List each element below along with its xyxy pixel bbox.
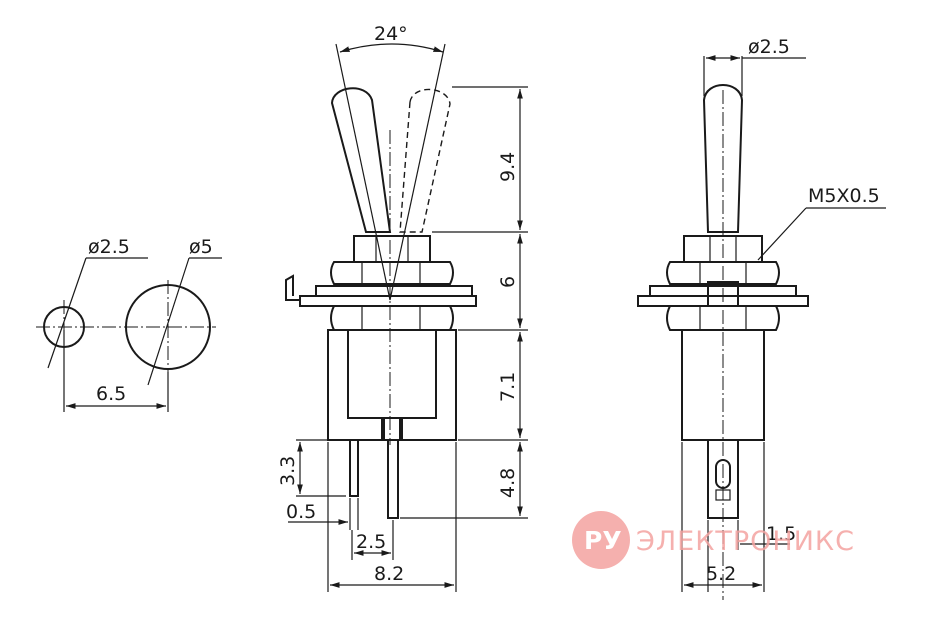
watermark: РУ ЭЛЕКТРОНИКС xyxy=(572,511,855,569)
watermark-text: ЭЛЕКТРОНИКС xyxy=(636,526,855,557)
side-view: ø2.5 M5X0.5 1.5 5.2 xyxy=(637,36,886,600)
terminal-pitch-label: 2.5 xyxy=(356,531,386,553)
front-view: 24° 3.3 0.5 xyxy=(277,23,528,592)
thread-label: M5X0.5 xyxy=(808,185,880,207)
hole-small-label: ø2.5 xyxy=(88,236,130,258)
lever-diameter-label: ø2.5 xyxy=(748,36,790,58)
side-width-label: 5.2 xyxy=(706,563,736,585)
watermark-logo xyxy=(572,511,630,569)
body-height-label: 7.1 xyxy=(497,372,519,402)
hole-spacing-label: 6.5 xyxy=(96,383,126,405)
watermark-logo-text: РУ xyxy=(584,526,622,555)
lever-length-label: 9.4 xyxy=(497,152,519,182)
panel-hole-view: ø2.5 ø5 6.5 xyxy=(36,236,222,412)
terminal-thickness-label: 0.5 xyxy=(286,501,316,523)
bushing-height-label: 6 xyxy=(497,276,519,288)
hole-large-label: ø5 xyxy=(189,236,213,258)
body-width-label: 8.2 xyxy=(374,563,404,585)
angle-label: 24° xyxy=(374,23,408,45)
terminal-short-label: 3.3 xyxy=(277,456,299,486)
terminal-width-label: 1.5 xyxy=(766,523,796,545)
terminal-length-label: 4.8 xyxy=(497,468,519,498)
